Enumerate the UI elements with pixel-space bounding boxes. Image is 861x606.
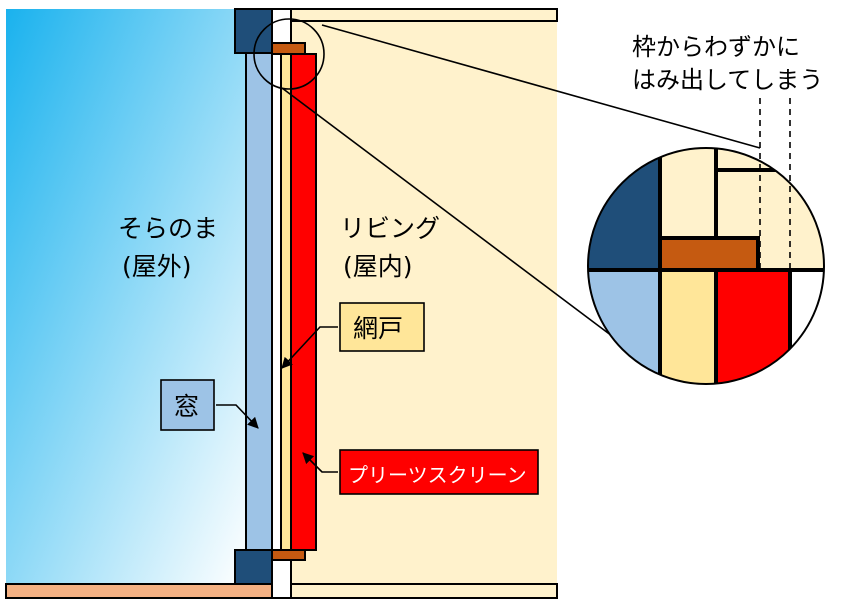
screen-door-arrow bbox=[281, 326, 338, 369]
callout-text-line1: 枠からわずかに bbox=[632, 33, 800, 61]
magnifier-source-circle bbox=[253, 18, 325, 90]
window-label: 窓 bbox=[174, 392, 199, 421]
screen-door-label: 網戸 bbox=[353, 314, 403, 343]
pleated-screen-label: プリーツスクリーン bbox=[348, 463, 527, 487]
window-frame-top bbox=[234, 8, 273, 54]
zoom-detail-outline bbox=[587, 147, 825, 385]
zoom-detail bbox=[588, 148, 824, 384]
outdoor-floor bbox=[5, 583, 273, 599]
window-arrow bbox=[216, 404, 259, 429]
zoom-connector-bottom bbox=[281, 87, 613, 337]
window-frame-bottom bbox=[234, 549, 273, 585]
window-label-box bbox=[160, 379, 215, 431]
indoor-bottom-wall bbox=[290, 583, 558, 599]
outdoor-sky-area bbox=[6, 9, 246, 583]
indoor-top-wall bbox=[290, 8, 558, 22]
pleated-screen bbox=[290, 53, 317, 551]
indoor-label-line1: リビング bbox=[340, 214, 440, 243]
pleated-screen-label-box bbox=[339, 449, 539, 495]
indoor-label-line2: (屋内) bbox=[343, 252, 413, 281]
pleated-top-rail bbox=[271, 42, 306, 55]
zoom-connector-top bbox=[321, 24, 761, 149]
pleated-screen-arrow bbox=[302, 452, 338, 473]
outdoor-label-line1: そらのま bbox=[118, 214, 218, 243]
callout-text-line2: はみ出してしまう bbox=[632, 66, 823, 94]
screen-door bbox=[280, 51, 292, 553]
window-glass bbox=[245, 51, 273, 553]
indoor-area bbox=[291, 9, 557, 583]
screen-door-label-box bbox=[339, 302, 425, 352]
pleated-bottom-rail bbox=[271, 549, 306, 561]
outdoor-label-line2: (屋外) bbox=[122, 252, 192, 281]
